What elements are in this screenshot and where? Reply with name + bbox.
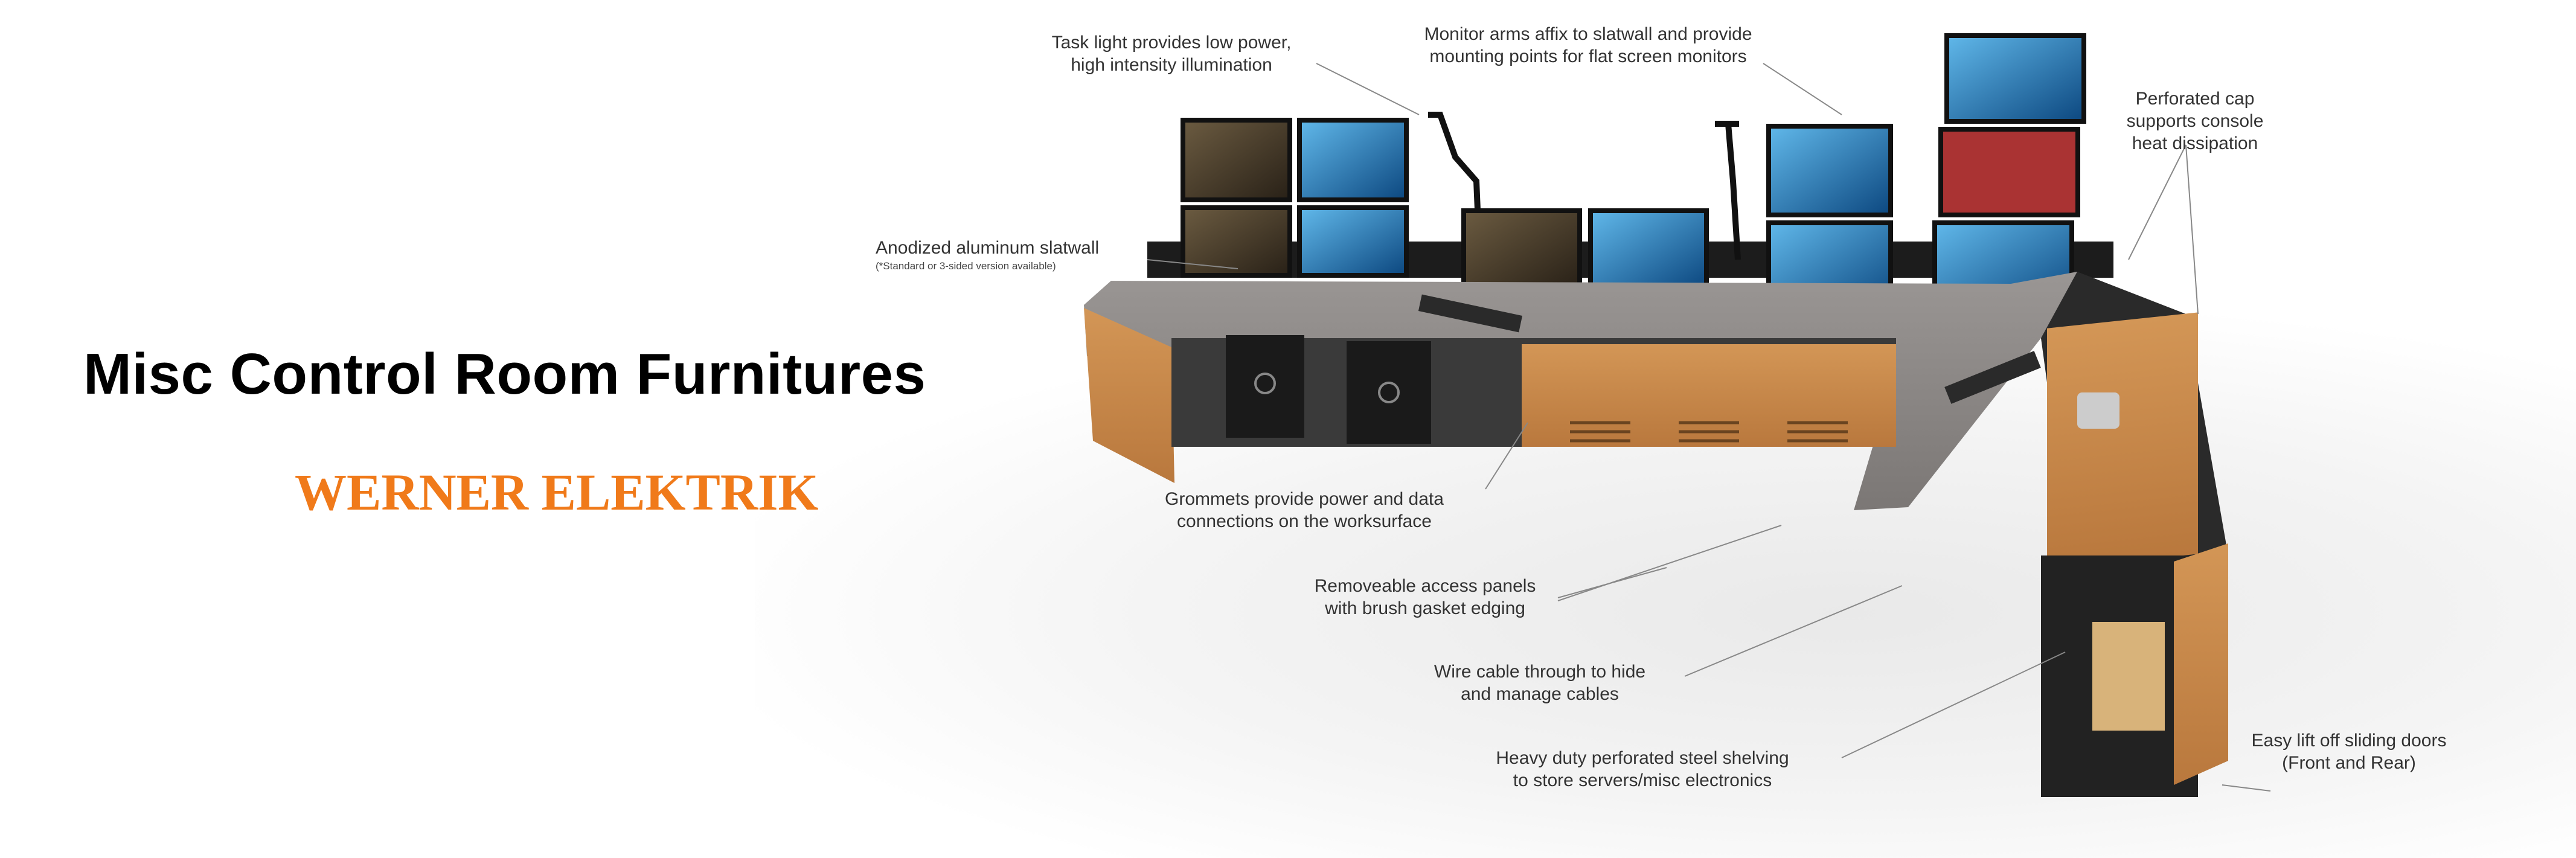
callout-task-light: Task light provides low power, high inte… [1020,31,1322,76]
callout-line: connections on the worksurface [1177,511,1432,531]
task-light-right [1715,121,1741,260]
worksurface [1084,272,2077,510]
callout-line: supports console [2126,111,2264,131]
shelf-contents [2092,622,2165,731]
callout-line: high intensity illumination [1071,55,1272,75]
phone [2077,392,2119,429]
keyboard [1418,294,1523,333]
rear-door [2047,312,2198,570]
callout-shelving: Heavy duty perforated steel shelving to … [1449,747,1836,792]
callout-slatwall: Anodized aluminum slatwall (*Standard or… [876,237,1099,274]
callout-line: Perforated cap [2135,89,2255,109]
server-units [1226,335,1431,444]
callout-perforated-cap: Perforated cap supports console heat dis… [2101,88,2289,155]
callout-lines [1147,63,2271,792]
callout-monitor-arms: Monitor arms affix to slatwall and provi… [1413,23,1763,68]
console-side-panel-left [1084,308,1174,483]
brand-name: WERNER ELEKTRIK [295,463,819,521]
task-light-left [1428,112,1482,254]
callout-wire-cable: Wire cable through to hide and manage ca… [1401,661,1679,705]
monitor-cluster-left [1181,118,1409,278]
keyboard-2 [1944,351,2041,404]
page-title: Misc Control Room Furnitures [83,342,926,406]
callout-line: Anodized aluminum slatwall [876,238,1100,258]
vent-slots [1570,421,1848,443]
callout-access-panels: Removeable access panels with brush gask… [1292,575,1558,619]
callout-line: (Front and Rear) [2282,753,2416,773]
callout-line: and manage cables [1461,684,1619,704]
monitor-cluster-right [1766,33,2086,311]
callout-line: Monitor arms affix to slatwall and provi… [1424,24,1752,44]
callout-line: Heavy duty perforated steel shelving [1496,748,1789,768]
callout-line: Wire cable through to hide [1434,662,1646,682]
callout-line: mounting points for flat screen monitors [1429,46,1747,66]
monitor-cluster-center [1461,208,1709,290]
callout-subline: (*Standard or 3-sided version available) [876,260,1056,272]
hp-logo-icon [1378,382,1400,403]
callout-grommets: Grommets provide power and data connecti… [1135,488,1473,533]
callout-line: Easy lift off sliding doors [2251,731,2447,751]
side-panel-right [2174,543,2228,785]
callout-line: with brush gasket edging [1325,598,1525,618]
callout-line: Removeable access panels [1314,576,1536,596]
callout-line: Task light provides low power, [1051,33,1292,53]
callout-line: heat dissipation [2132,133,2258,153]
hp-logo-icon [1254,373,1276,394]
access-panels [1522,344,1896,447]
callout-line: Grommets provide power and data [1165,489,1444,509]
callout-sliding-doors: Easy lift off sliding doors (Front and R… [2228,729,2470,774]
callout-line: to store servers/misc electronics [1513,770,1772,790]
